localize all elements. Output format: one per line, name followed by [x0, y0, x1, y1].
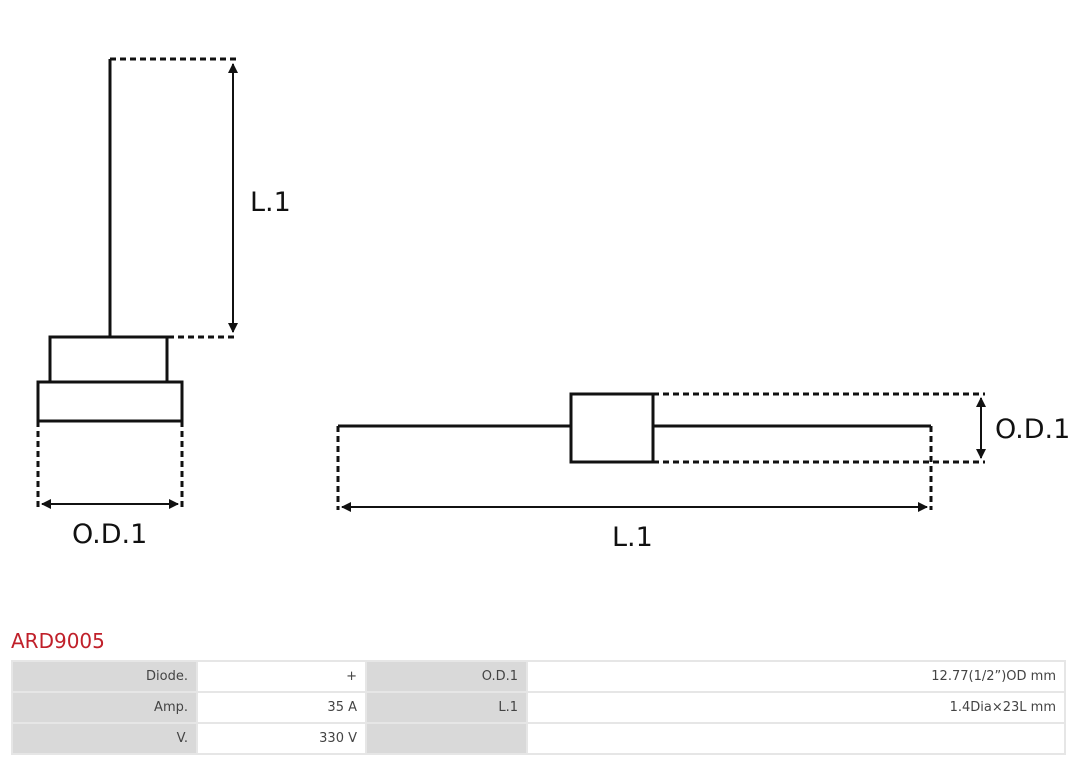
diode-dimension-diagram: L.1 O.D.1 O.D.1 L.1 — [36, 57, 1070, 553]
spec-label: Diode. — [13, 662, 196, 691]
left-length-label: L.1 — [250, 187, 291, 218]
spec-label — [367, 724, 526, 753]
spec-value: + — [198, 662, 365, 691]
left-diameter-label: O.D.1 — [72, 519, 147, 550]
table-row: Amp. 35 A L.1 1.4Dia×23L mm — [13, 693, 1064, 722]
side-view-diode — [36, 57, 238, 509]
table-row: Diode. + O.D.1 12.77(1/2”)OD mm — [13, 662, 1064, 691]
spec-value: 35 A — [198, 693, 365, 722]
specs-table: Diode. + O.D.1 12.77(1/2”)OD mm Amp. 35 … — [11, 660, 1066, 755]
spec-label: L.1 — [367, 693, 526, 722]
spec-label: Amp. — [13, 693, 196, 722]
spec-value: 330 V — [198, 724, 365, 753]
right-length-label: L.1 — [612, 522, 653, 553]
spec-label: V. — [13, 724, 196, 753]
spec-value — [528, 724, 1064, 753]
product-code-title: ARD9005 — [11, 629, 105, 653]
right-diameter-label: O.D.1 — [995, 414, 1070, 445]
spec-value: 1.4Dia×23L mm — [528, 693, 1064, 722]
spec-value: 12.77(1/2”)OD mm — [528, 662, 1064, 691]
table-row: V. 330 V — [13, 724, 1064, 753]
spec-label: O.D.1 — [367, 662, 526, 691]
top-view-diode — [336, 392, 986, 512]
